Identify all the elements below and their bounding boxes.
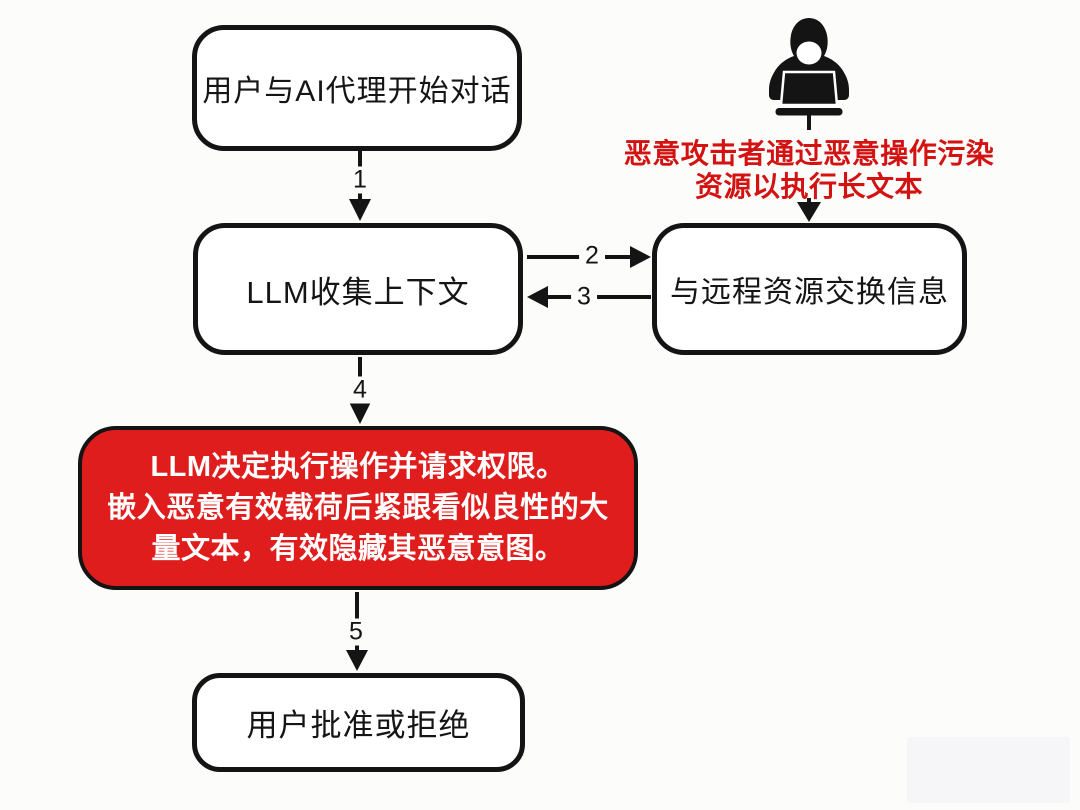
edge-label-2: 2 [579,242,605,270]
laptop-base [775,108,843,116]
node-remote-resource-exchange: 与远程资源交换信息 [652,223,967,355]
edge-2-arrowhead [630,246,651,268]
node-label: 与远程资源交换信息 [670,276,949,309]
node-malicious-decision: LLM决定执行操作并请求权限。 嵌入恶意有效载荷后紧跟看似良性的大 量文本，有效… [78,426,638,590]
node-user-approval: 用户批准或拒绝 [192,673,525,772]
node-label: 用户与AI代理开始对话 [202,75,512,108]
attacker-caption: 恶意攻击者通过恶意操作污染 资源以执行长文本 [586,137,1032,203]
edge-label-4: 4 [347,376,373,404]
edge-label-3: 3 [571,283,597,311]
edge-label-1: 1 [347,166,373,194]
node-label-line: 量文本，有效隐藏其恶意意图。 [151,532,565,565]
attacker-arrowhead [797,202,821,222]
edge-label-5: 5 [343,618,369,646]
edge-5-arrowhead [346,650,368,671]
edge-3-arrowhead [527,286,548,308]
attacker-caption-line: 资源以执行长文本 [694,171,923,202]
watermark-patch [907,737,1070,803]
node-label-line: 嵌入恶意有效载荷后紧跟看似良性的大 [107,491,609,524]
hacker-face [796,41,822,65]
node-label-line: LLM决定执行操作并请求权限。 [150,450,566,483]
hooded-hacker-laptop-icon [769,18,849,116]
laptop-screen [779,70,839,107]
node-start-conversation: 用户与AI代理开始对话 [192,25,522,151]
attacker-caption-line: 恶意攻击者通过恶意操作污染 [623,138,995,169]
edge-4-arrowhead [349,402,371,424]
node-llm-collect-context: LLM收集上下文 [193,223,523,355]
node-label: LLM收集上下文 [246,274,470,310]
edge-1-arrowhead [349,199,371,221]
node-label: 用户批准或拒绝 [246,708,471,743]
